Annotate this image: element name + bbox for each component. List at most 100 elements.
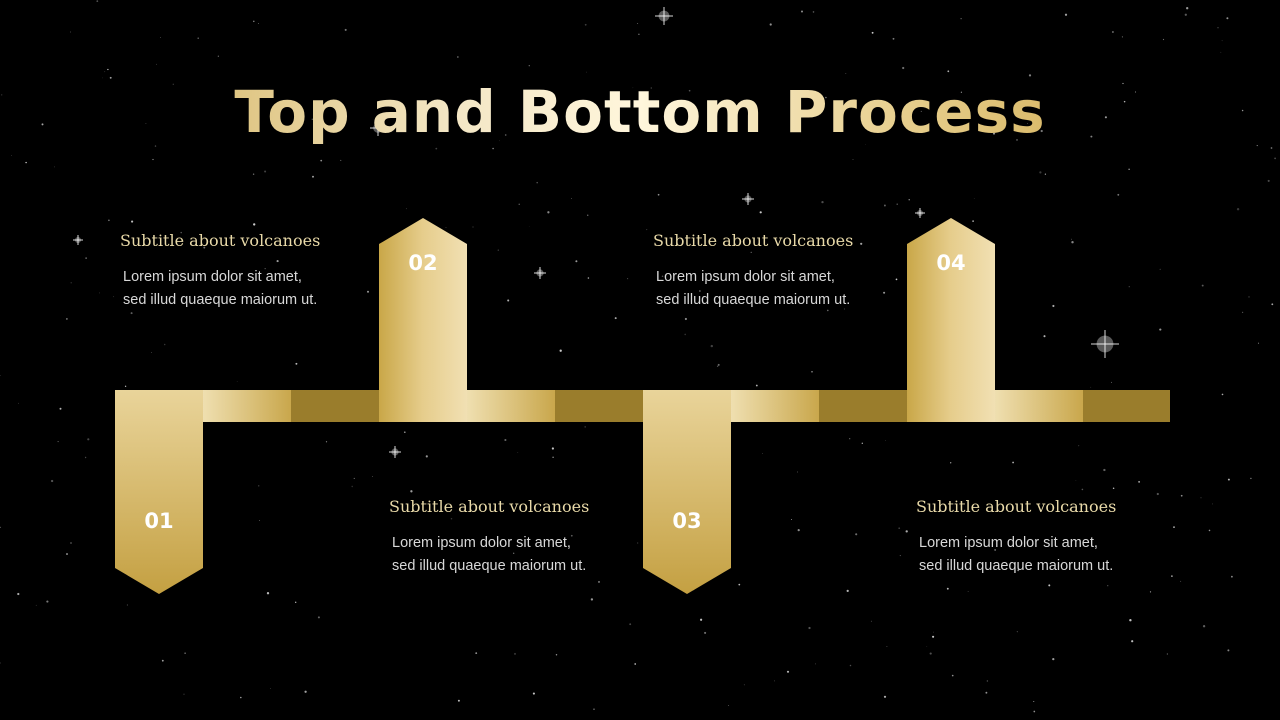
star-dot bbox=[513, 652, 517, 655]
star-dot bbox=[1111, 381, 1112, 383]
star-dot bbox=[1033, 710, 1036, 713]
star-dot bbox=[1186, 7, 1189, 10]
star-dot bbox=[632, 87, 634, 89]
step-04-text-block: Subtitle about volcanoes Lorem ipsum dol… bbox=[916, 497, 1156, 578]
star-dot bbox=[180, 231, 182, 234]
star-dot bbox=[131, 220, 134, 223]
star-dot bbox=[18, 402, 19, 404]
star-dot bbox=[1149, 591, 1152, 593]
step-01-body-line-1: Lorem ipsum dolor sit amet, bbox=[123, 269, 302, 285]
step-03-number: 03 bbox=[672, 509, 702, 533]
star-dot bbox=[861, 442, 863, 444]
star-dot bbox=[575, 260, 578, 263]
star-dot bbox=[1123, 100, 1126, 103]
star-dot bbox=[769, 23, 772, 26]
star-dot bbox=[688, 89, 691, 92]
star-dot bbox=[492, 147, 494, 150]
star-dot bbox=[1220, 51, 1222, 53]
star-dot bbox=[1227, 478, 1230, 481]
star-dot bbox=[584, 426, 586, 428]
star-dot bbox=[1040, 129, 1043, 133]
star-dot bbox=[899, 555, 901, 557]
star-dot bbox=[1128, 168, 1130, 170]
star-dot bbox=[17, 592, 20, 596]
star-dot bbox=[513, 552, 515, 554]
step-02-body: Lorem ipsum dolor sit amet, sed illud qu… bbox=[389, 532, 629, 578]
star-dot bbox=[1044, 173, 1047, 175]
star-dot bbox=[1221, 393, 1224, 396]
star-dot bbox=[1090, 135, 1093, 138]
sparkle-star bbox=[655, 7, 673, 25]
star-dot bbox=[1270, 147, 1273, 149]
star-dot bbox=[1078, 445, 1080, 447]
star-dot bbox=[871, 31, 874, 34]
star-dot bbox=[372, 476, 373, 477]
sparkle-star bbox=[389, 446, 401, 458]
step-04-body-line-2: sed illud quaeque maiorum ut. bbox=[919, 558, 1114, 574]
star-dot bbox=[559, 349, 562, 352]
star-dot bbox=[627, 278, 629, 280]
star-dot bbox=[1043, 335, 1046, 338]
step-03-text-block: Subtitle about volcanoes Lorem ipsum dol… bbox=[653, 231, 893, 312]
star-dot bbox=[1121, 36, 1123, 38]
step-04-body-line-1: Lorem ipsum dolor sit amet, bbox=[919, 535, 1098, 551]
star-dot bbox=[410, 490, 413, 493]
star-dot bbox=[50, 479, 54, 483]
star-dot bbox=[151, 352, 152, 353]
star-dot bbox=[661, 275, 664, 278]
star-dot bbox=[796, 471, 798, 473]
star-dot bbox=[908, 199, 910, 201]
star-dot bbox=[1016, 139, 1018, 141]
star-dot bbox=[425, 455, 428, 458]
star-dot bbox=[629, 623, 632, 626]
step-01-text-block: Subtitle about volcanoes Lorem ipsum dol… bbox=[120, 231, 360, 312]
star-dot bbox=[590, 598, 594, 601]
star-dot bbox=[985, 691, 988, 694]
star-dot bbox=[657, 193, 660, 196]
star-dot bbox=[905, 530, 908, 533]
star-dot bbox=[883, 695, 887, 698]
star-dot bbox=[325, 441, 328, 443]
star-dot bbox=[536, 181, 538, 184]
star-dot bbox=[1180, 494, 1183, 497]
star-dot bbox=[507, 299, 510, 302]
star-dot bbox=[1027, 122, 1028, 124]
star-dot bbox=[1071, 238, 1073, 240]
star-dot bbox=[161, 659, 164, 662]
star-dot bbox=[986, 680, 989, 682]
star-dot bbox=[264, 268, 266, 270]
star-dot bbox=[152, 158, 154, 161]
star-dot bbox=[450, 517, 453, 520]
star-dot bbox=[266, 592, 270, 595]
step-02-text-block: Subtitle about volcanoes Lorem ipsum dol… bbox=[389, 497, 629, 578]
star-dot bbox=[587, 214, 589, 216]
star-dot bbox=[66, 318, 68, 320]
star-dot bbox=[593, 708, 595, 710]
star-dot bbox=[258, 519, 261, 522]
star-dot bbox=[883, 204, 886, 207]
star-dot bbox=[1017, 569, 1020, 572]
star-dot bbox=[870, 620, 872, 622]
star-dot bbox=[445, 227, 447, 228]
star-dot bbox=[1217, 27, 1219, 29]
star-dot bbox=[1129, 619, 1132, 622]
star-dot bbox=[1052, 657, 1055, 661]
star-dot bbox=[109, 76, 112, 79]
star-dot bbox=[0, 662, 1, 664]
star-dot bbox=[650, 87, 652, 89]
star-dot bbox=[932, 635, 935, 638]
sparkle-star bbox=[1091, 330, 1119, 358]
star-dot bbox=[1131, 640, 1134, 643]
star-dot bbox=[684, 333, 687, 336]
star-dot bbox=[1208, 529, 1211, 532]
star-dot bbox=[759, 211, 762, 214]
star-dot bbox=[295, 601, 297, 603]
star-dot bbox=[555, 654, 558, 656]
star-dot bbox=[1111, 31, 1114, 33]
star-dot bbox=[1138, 480, 1141, 483]
star-dot bbox=[1159, 328, 1162, 331]
star-dot bbox=[11, 154, 12, 156]
star-dot bbox=[1159, 268, 1161, 271]
star-dot bbox=[920, 110, 922, 112]
